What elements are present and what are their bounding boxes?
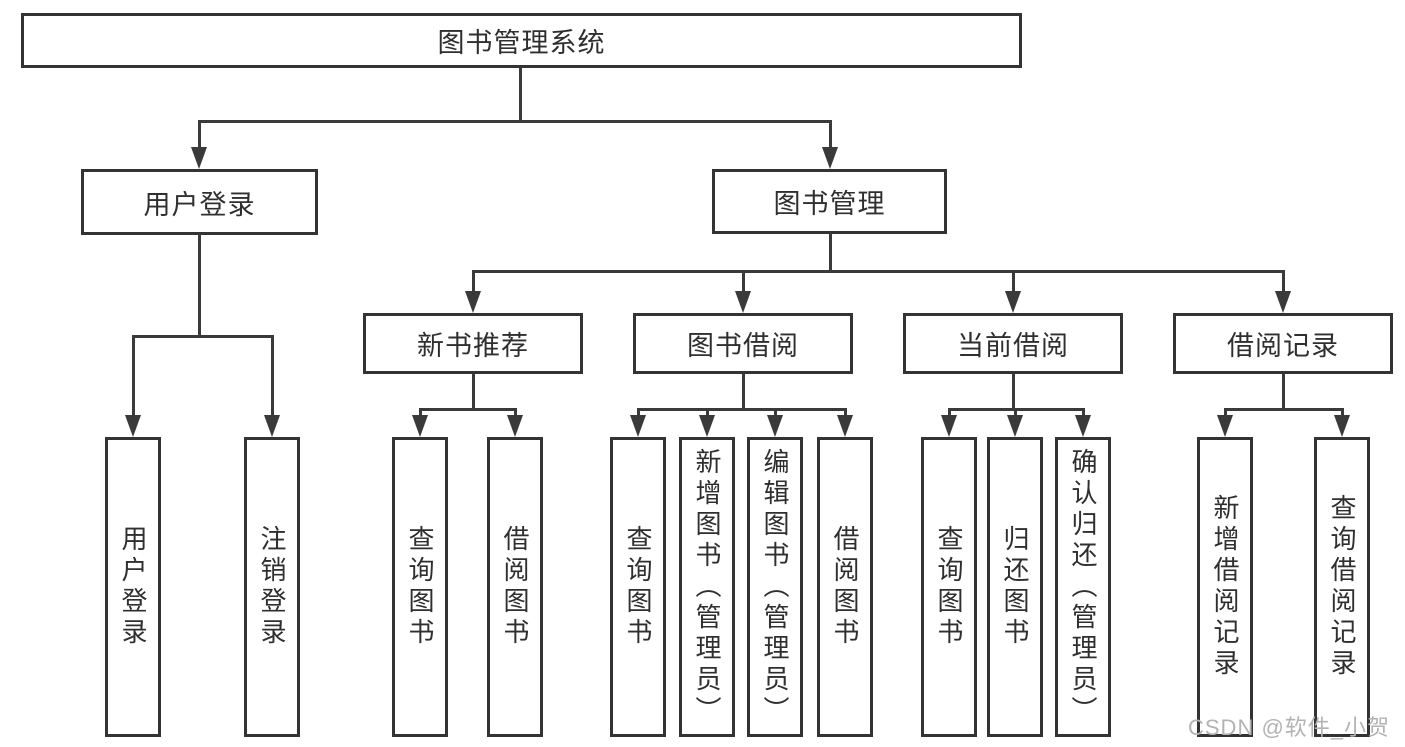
node-user-login: 用户登录 [81, 169, 318, 235]
connector-line [829, 233, 832, 270]
arrow-down-icon [1007, 415, 1023, 437]
connector-line [1082, 408, 1085, 417]
arrow-down-icon [767, 415, 783, 437]
leaf-logout: 注销登录 [244, 437, 300, 737]
connector-line [948, 408, 951, 417]
leaf-query-books-borrow-label: 查询图书 [623, 525, 653, 649]
leaf-borrow-books-recommend-label: 借阅图书 [500, 525, 530, 649]
leaf-query-books-current-label: 查询图书 [934, 525, 964, 649]
connector-line [519, 68, 522, 120]
leaf-add-borrow-record: 新增借阅记录 [1197, 437, 1253, 737]
connector-line [829, 120, 832, 149]
leaf-add-books-admin: 新增图书（管理员） [679, 437, 735, 737]
connector-line [419, 408, 422, 417]
leaf-confirm-return-admin-label: 确认归还（管理员） [1068, 447, 1098, 727]
arrow-down-icon [264, 415, 280, 437]
connector-line [706, 408, 709, 417]
connector-line [472, 270, 475, 291]
leaf-user-login-label: 用户登录 [118, 525, 148, 649]
connector-line [198, 234, 201, 335]
leaf-query-books-recommend-label: 查询图书 [405, 525, 435, 649]
arrow-down-icon [941, 415, 957, 437]
arrow-down-icon [1334, 415, 1350, 437]
connector-line [472, 374, 475, 408]
connector-line [1224, 408, 1227, 417]
arrow-down-icon [507, 415, 523, 437]
leaf-return-books-label: 归还图书 [1000, 525, 1030, 649]
leaf-borrow-books: 借阅图书 [817, 437, 873, 737]
arrow-down-icon [630, 415, 646, 437]
connector-line [514, 408, 517, 417]
leaf-add-books-admin-label: 新增图书（管理员） [692, 447, 722, 727]
leaf-borrow-books-recommend: 借阅图书 [487, 437, 543, 737]
node-book-management: 图书管理 [712, 169, 947, 234]
connector-line [1012, 374, 1015, 408]
watermark: CSDN @软件_小贺同学 [1188, 715, 1391, 740]
arrow-down-icon [822, 147, 838, 169]
arrow-down-icon [1075, 415, 1091, 437]
node-user-login-label: 用户登录 [143, 189, 256, 220]
leaf-query-books-current: 查询图书 [921, 437, 977, 737]
arrow-down-icon [412, 415, 428, 437]
leaf-add-borrow-record-label: 新增借阅记录 [1210, 494, 1240, 680]
connector-line [844, 408, 847, 417]
node-root-label: 图书管理系统 [437, 28, 606, 58]
leaf-query-borrow-record-label: 查询借阅记录 [1327, 494, 1357, 680]
arrow-down-icon [465, 291, 481, 313]
leaf-confirm-return-admin: 确认归还（管理员） [1055, 437, 1111, 737]
node-book-management-label: 图书管理 [773, 189, 886, 219]
node-new-book-recommend: 新书推荐 [363, 313, 583, 374]
arrow-down-icon [1217, 415, 1233, 437]
leaf-query-books-borrow: 查询图书 [610, 437, 666, 737]
connector-line [637, 408, 847, 411]
connector-line [637, 408, 640, 417]
node-current-borrow-label: 当前借阅 [957, 331, 1069, 361]
node-borrow-records: 借阅记录 [1173, 313, 1393, 374]
connector-line [472, 270, 1285, 273]
connector-line [1282, 374, 1285, 408]
leaf-logout-label: 注销登录 [257, 525, 287, 649]
connector-line [1341, 408, 1344, 417]
connector-line [198, 120, 201, 149]
connector-line [419, 408, 517, 411]
leaf-borrow-books-label: 借阅图书 [830, 525, 860, 649]
connector-line [132, 335, 135, 415]
arrow-down-icon [699, 415, 715, 437]
node-root: 图书管理系统 [21, 13, 1022, 68]
leaf-edit-books-admin: 编辑图书（管理员） [747, 437, 803, 737]
arrow-down-icon [125, 415, 141, 437]
node-borrow-records-label: 借阅记录 [1227, 331, 1339, 361]
node-new-book-recommend-label: 新书推荐 [417, 331, 529, 361]
connector-line [1012, 270, 1015, 291]
arrow-down-icon [1005, 291, 1021, 313]
connector-line [132, 335, 274, 338]
connector-line [1224, 408, 1344, 411]
node-book-borrow-label: 图书借阅 [687, 331, 799, 361]
arrow-down-icon [1275, 291, 1291, 313]
arrow-down-icon [837, 415, 853, 437]
arrow-down-icon [191, 147, 207, 169]
connector-line [774, 408, 777, 417]
arrow-down-icon [735, 291, 751, 313]
node-book-borrow: 图书借阅 [633, 313, 853, 374]
leaf-user-login: 用户登录 [105, 437, 161, 737]
leaf-query-borrow-record: 查询借阅记录 [1314, 437, 1370, 737]
connector-line [1282, 270, 1285, 291]
connector-line [271, 335, 274, 415]
connector-line [742, 374, 745, 408]
connector-line [198, 120, 832, 123]
leaf-edit-books-admin-label: 编辑图书（管理员） [760, 447, 790, 727]
node-current-borrow: 当前借阅 [903, 313, 1123, 374]
leaf-return-books: 归还图书 [987, 437, 1043, 737]
leaf-query-books-recommend: 查询图书 [392, 437, 448, 737]
connector-line [742, 270, 745, 291]
connector-line [1014, 408, 1017, 417]
